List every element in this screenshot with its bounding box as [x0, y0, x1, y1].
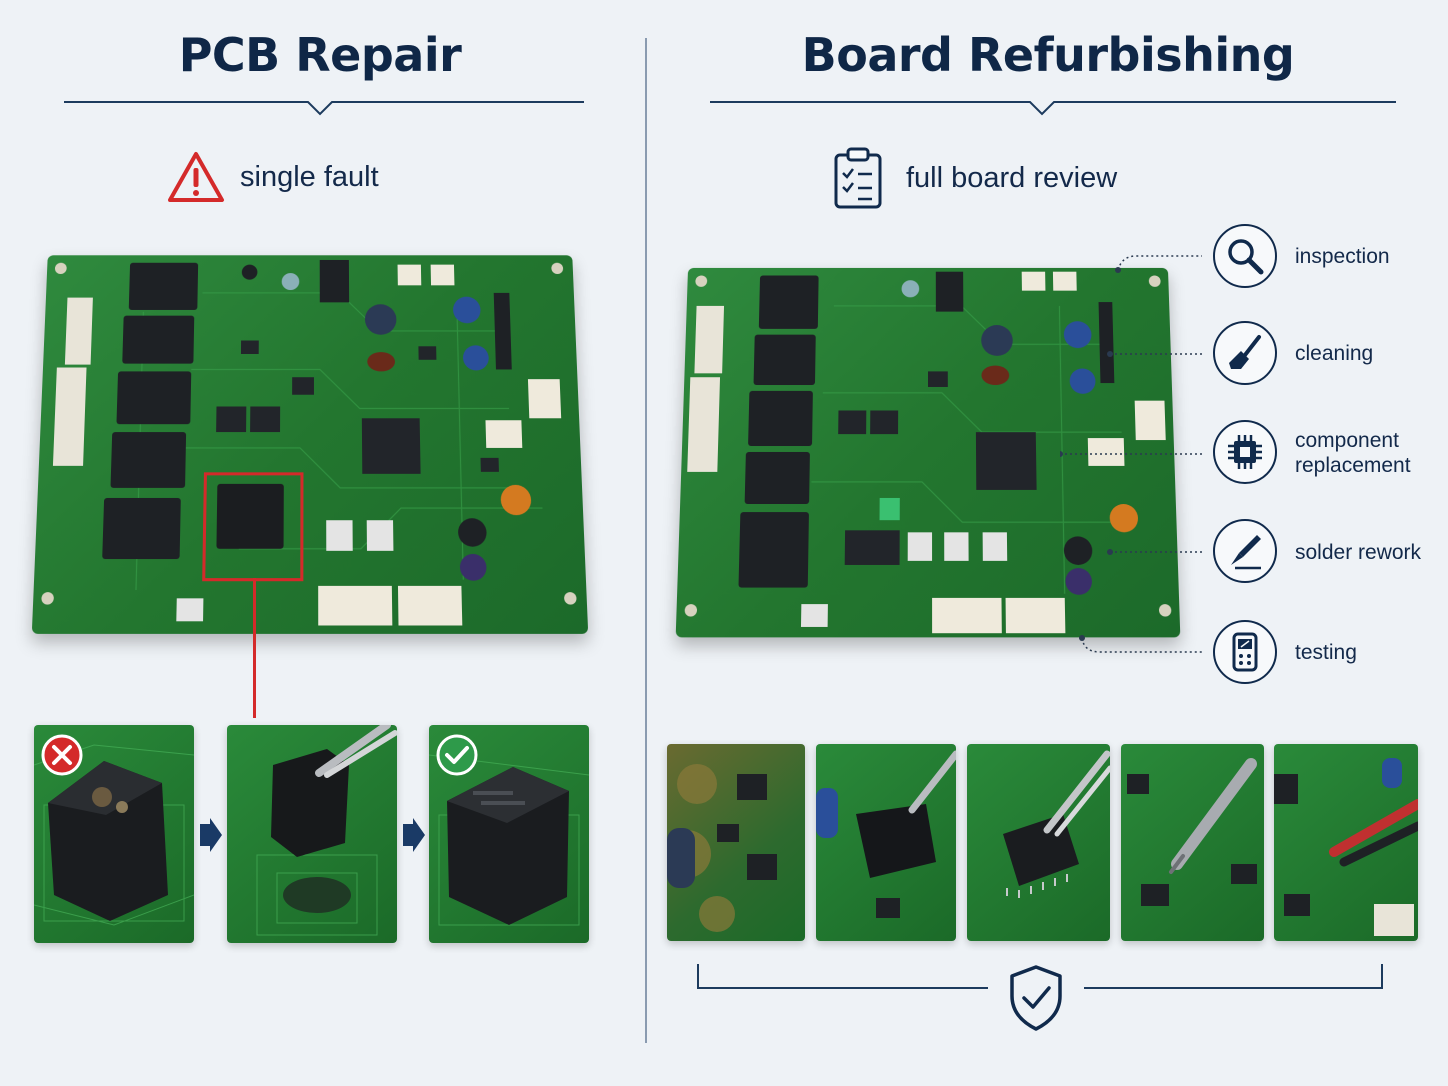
callout-lines [1060, 255, 1202, 653]
step-label-testing: testing [1295, 641, 1357, 664]
board-refurbishing-title: Board Refurbishing [801, 28, 1295, 82]
sequence-bracket [697, 964, 1383, 989]
chip-icon [1228, 435, 1262, 469]
left-title-underline [64, 101, 584, 116]
multimeter-icon [1232, 632, 1258, 672]
cleaning-step-icon [1213, 321, 1277, 385]
shield-check-icon [1010, 965, 1062, 1031]
refurbished-board-image [675, 267, 1181, 638]
warning-icon [168, 152, 224, 202]
soldering-iron-icon [1231, 535, 1261, 570]
arrow-right-icon [200, 818, 222, 852]
full-board-review-label: full board review [906, 161, 1118, 194]
new-relay-photo [429, 725, 589, 943]
center-divider [645, 38, 647, 1043]
step-label-solder-rework: solder rework [1295, 541, 1422, 564]
damaged-relay-photo [34, 725, 194, 943]
success-check-icon [436, 734, 478, 776]
fault-callout-line [253, 578, 256, 718]
magnifier-icon [1228, 239, 1264, 275]
single-fault-row: single fault [166, 148, 379, 206]
step-label-cleaning: cleaning [1295, 342, 1374, 365]
arrow-right-icon-2 [403, 818, 425, 852]
fail-x-icon [41, 734, 83, 776]
dirty-board-photo [667, 744, 805, 941]
step-label-component-replacement: component replacement [1295, 429, 1411, 477]
soldering-photo [1121, 744, 1264, 941]
testing-step-icon [1213, 620, 1277, 684]
solder-rework-step-icon [1213, 519, 1277, 583]
removing-relay-photo [227, 725, 397, 943]
pcb-repair-title: PCB Repair [178, 28, 462, 82]
checklist-icon [834, 147, 882, 209]
chip-replacement-photo [967, 744, 1110, 941]
faulty-board-image [31, 255, 589, 634]
component-replacement-step-icon [1213, 420, 1277, 484]
single-fault-label: single fault [240, 160, 379, 193]
full-board-review-row: full board review [832, 147, 1118, 209]
inspection-step-icon [1213, 224, 1277, 288]
brush-cleaning-photo [816, 744, 956, 941]
right-title-underline [710, 101, 1396, 116]
probe-testing-photo [1274, 744, 1418, 941]
step-label-inspection: inspection [1295, 245, 1390, 268]
brush-icon [1229, 335, 1261, 369]
